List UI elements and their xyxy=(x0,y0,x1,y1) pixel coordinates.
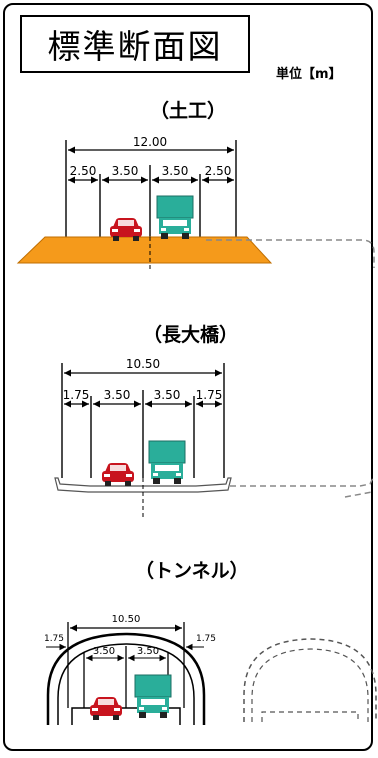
tunnel-inner-arch xyxy=(57,643,195,725)
embankment-shape xyxy=(16,236,273,264)
bridge-lane-right: 3.50 xyxy=(154,388,181,402)
earthwork-shoulder-left: 2.50 xyxy=(70,164,97,178)
section-title-earthwork: （土工） xyxy=(150,100,227,122)
earthwork-shoulder-right: 2.50 xyxy=(205,164,232,178)
unit-label: 単位【m】 xyxy=(276,67,342,82)
section-title-bridge: （長大橋） xyxy=(143,324,239,346)
earthwork-section: 12.00 2.50 3.50 3.50 2.50 xyxy=(16,135,375,272)
tunnel-shoulder-left: 1.75 xyxy=(44,634,64,644)
tunnel-lane-right: 3.50 xyxy=(137,646,159,657)
earthwork-lane-right: 3.50 xyxy=(162,164,189,178)
bridge-lane-left: 3.50 xyxy=(104,388,131,402)
tunnel-outer-arch xyxy=(46,632,206,725)
bridge-total-width: 10.50 xyxy=(126,357,160,371)
earthwork-total-width: 12.00 xyxy=(133,135,167,149)
outer-frame xyxy=(3,3,373,751)
section-title-tunnel: （トンネル） xyxy=(135,560,249,582)
tunnel-shoulder-right: 1.75 xyxy=(196,634,216,644)
bridge-shoulder-right: 1.75 xyxy=(196,388,223,402)
bridge-section: 10.50 1.75 3.50 3.50 1.75 xyxy=(54,357,374,520)
page-title: 標準断面図 xyxy=(20,15,250,73)
earthwork-lane-left: 3.50 xyxy=(112,164,139,178)
bridge-deck xyxy=(54,477,232,493)
bridge-shoulder-left: 1.75 xyxy=(63,388,90,402)
tunnel-section: 10.50 1.75 3.50 3.50 1.75 xyxy=(44,614,377,725)
tunnel-lane-left: 3.50 xyxy=(93,646,115,657)
tunnel-total-width: 10.50 xyxy=(112,614,141,625)
